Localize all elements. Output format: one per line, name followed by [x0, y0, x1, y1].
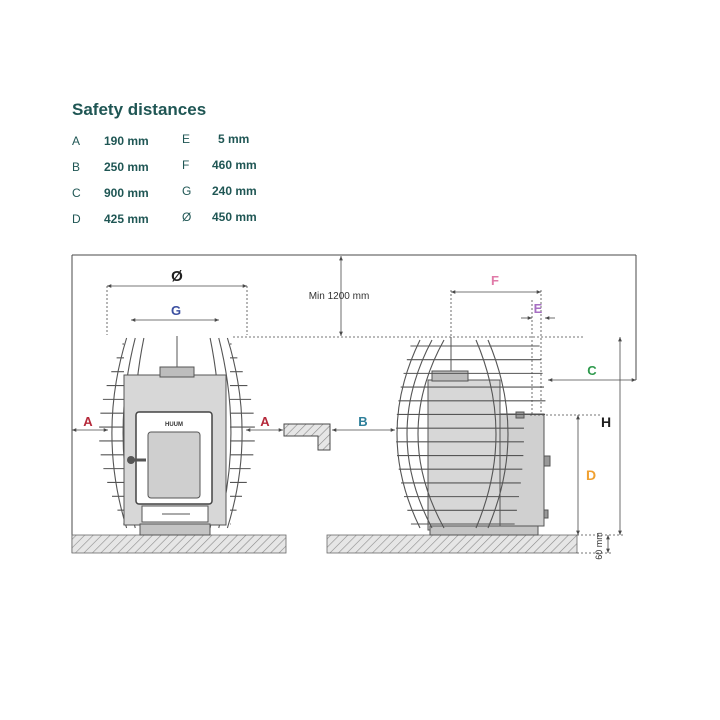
cage-rib	[396, 339, 421, 529]
front-panel-side	[499, 413, 545, 527]
distance-key: D	[72, 212, 81, 226]
distance-value: 425 mm	[104, 212, 149, 226]
distance-value: 460 mm	[212, 158, 257, 172]
distance-value: 900 mm	[104, 186, 149, 200]
dimension-lines	[72, 256, 636, 554]
label-b: B	[358, 414, 367, 429]
cage-rib	[487, 339, 509, 529]
label-c: C	[587, 363, 597, 378]
page-title: Safety distances	[72, 100, 207, 119]
heater-base-front	[139, 523, 211, 536]
door-latch-side	[543, 455, 551, 467]
label-d: D	[586, 467, 596, 483]
label-a-left: A	[83, 414, 93, 429]
label-g: G	[171, 303, 181, 318]
distance-key: Ø	[182, 210, 192, 224]
distance-table: A 190 mm B 250 mm C 900 mm D 425 mm E 5 …	[72, 128, 272, 228]
floor-left	[71, 534, 287, 554]
distance-key: C	[72, 186, 81, 200]
distance-key: E	[182, 132, 191, 146]
heater-side-view	[396, 337, 551, 536]
wall-block	[283, 423, 331, 451]
distance-value: 450 mm	[212, 210, 257, 224]
label-e: E	[534, 301, 543, 316]
label-h: H	[601, 414, 611, 430]
distance-value: 190 mm	[104, 134, 149, 148]
chimney-collar-side	[431, 370, 469, 382]
label-a-middle: A	[260, 414, 270, 429]
label-min-height: Min 1200 mm	[309, 291, 370, 302]
label-floor-height: 60 mm	[594, 532, 604, 560]
heater-front-view: HUUM	[99, 336, 255, 536]
label-f: F	[491, 273, 499, 288]
distance-value: 240 mm	[212, 184, 257, 198]
cage-rib	[475, 339, 497, 529]
distance-key: B	[72, 160, 81, 174]
distance-key: F	[182, 158, 190, 172]
heater-feet-side	[429, 525, 539, 536]
distance-value: 250 mm	[104, 160, 149, 174]
distance-key: G	[182, 184, 192, 198]
cage-rib	[111, 337, 128, 529]
distance-value: 5 mm	[218, 132, 250, 146]
distance-key: A	[72, 134, 81, 148]
chimney-collar-front	[159, 366, 195, 378]
cage-rib	[417, 339, 445, 529]
drawer-latch-side	[543, 509, 549, 519]
door-logo: HUUM	[165, 422, 183, 428]
label-diameter: Ø	[171, 268, 183, 285]
room-outline	[71, 254, 637, 553]
cage-rib	[226, 337, 243, 529]
cage-right	[396, 339, 546, 529]
stove-door-glass	[147, 431, 201, 499]
floor-right	[326, 534, 578, 554]
cage-rib	[406, 339, 433, 529]
